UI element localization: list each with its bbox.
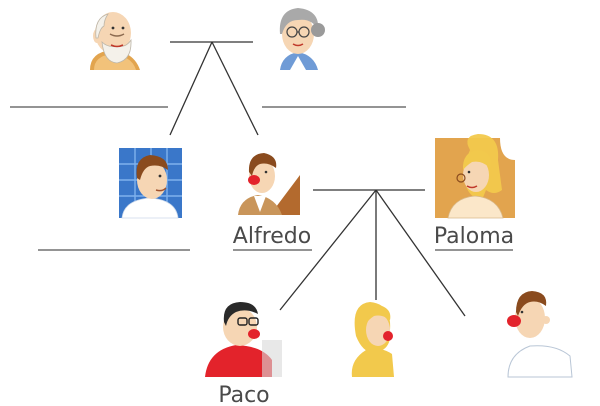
mother-portrait (435, 134, 515, 219)
name-blanks (10, 106, 513, 251)
grandfather-portrait (90, 12, 140, 70)
father-name: Alfredo (233, 224, 311, 249)
grandparents-to-uncle-line (169, 41, 213, 136)
daughter-portrait (351, 302, 394, 377)
uncle-portrait (119, 148, 182, 219)
grandparents-to-father-line (211, 41, 259, 136)
father-portrait (238, 153, 300, 215)
son-portrait (205, 302, 282, 377)
parents-to-youngest-line (375, 189, 466, 317)
parents-to-son-line (279, 189, 377, 311)
mother-name: Paloma (434, 224, 514, 249)
son-name: Paco (218, 383, 269, 406)
connector-lines (169, 41, 466, 317)
grandmother-portrait (279, 8, 325, 70)
youngest-portrait (507, 291, 573, 378)
